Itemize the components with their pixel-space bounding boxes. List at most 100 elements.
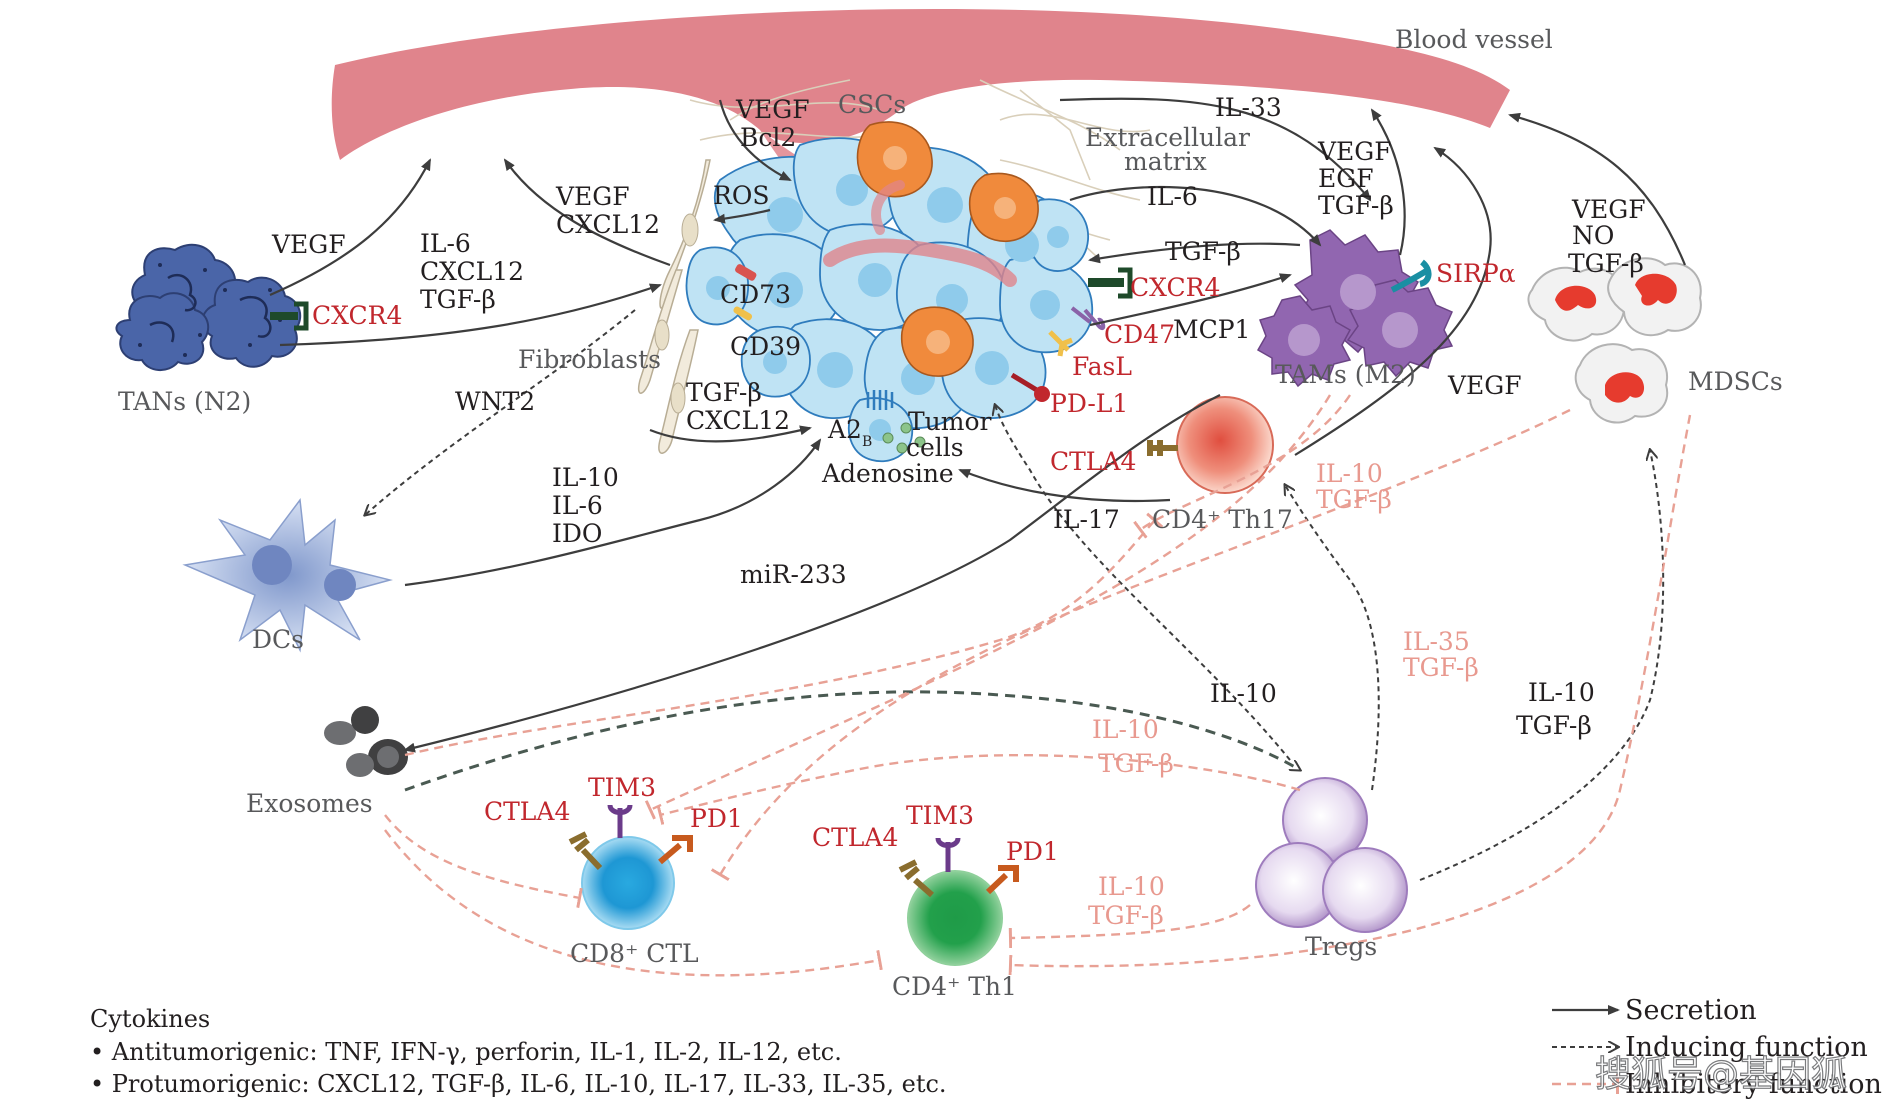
legend-inhibitory-label: Inhibitory function — [1625, 1069, 1882, 1100]
il17-label: IL-17 — [1053, 505, 1120, 534]
dcs-dendritic-cells — [182, 498, 393, 653]
il10-tgfb-th17-label-2: TGF-β — [1316, 485, 1392, 514]
tams-macrophages — [1256, 229, 1454, 388]
cxcr4-receptor-tumor — [1088, 267, 1133, 299]
il35-tgfb-label-2: TGF-β — [1403, 653, 1479, 682]
extracellular-matrix-label-2: matrix — [1124, 147, 1207, 176]
vegf-no-tgfb-label-1: VEGF — [1571, 195, 1646, 224]
pd1-cd8-label: PD1 — [690, 804, 743, 833]
cd73-label: CD73 — [720, 280, 791, 309]
a2b-label: A2 — [827, 415, 862, 444]
fasl-receptor — [1048, 330, 1073, 357]
cytokines-protumorigenic: • Protumorigenic: CXCL12, TGF-β, IL-6, I… — [90, 1070, 947, 1098]
tumor-cells-label-1: Tumor — [908, 407, 992, 436]
vegf-bcl2-label-2: Bcl2 — [740, 123, 796, 152]
cxcr4-tan-label: CXCR4 — [312, 301, 402, 330]
secretion-arrows — [269, 97, 1687, 753]
ctla4-receptor-cd8 — [568, 831, 603, 871]
tans-neutrophils — [115, 243, 302, 371]
il10-mid-label: IL-10 — [1210, 679, 1277, 708]
il10-il6-ido-label-3: IDO — [552, 519, 602, 548]
extracellular-matrix-label-1: Extracellular — [1085, 123, 1250, 152]
sirpa-label: SIRPα — [1436, 259, 1516, 288]
pd1-receptor-cd8 — [658, 835, 693, 865]
fasl-label: FasL — [1072, 352, 1132, 381]
vegf-tans-label: VEGF — [271, 230, 346, 259]
diagram-labels: CSCs VEGF Bcl2 Extracellular matrix IL-3… — [118, 90, 1783, 1001]
il10-tgfb-right-label-2: TGF-β — [1516, 711, 1592, 740]
tim3-receptor-th1 — [935, 837, 961, 872]
a2b-subscript: B — [862, 434, 872, 450]
blood-vessel-label: Blood vessel — [1395, 25, 1553, 54]
inhibitory-arrows — [384, 394, 1692, 977]
cd4-th1-label: CD4⁺ Th1 — [892, 972, 1017, 1001]
tgfb-cxcl12-label-2: CXCL12 — [686, 406, 790, 435]
mdscs — [1527, 257, 1702, 424]
legend-inducing-label: Inducing function — [1625, 1032, 1868, 1063]
cd47-label: CD47 — [1104, 320, 1175, 349]
ctla4-receptor-th17 — [1147, 440, 1178, 456]
mcp1-label: MCP1 — [1173, 315, 1250, 344]
il33-label: IL-33 — [1215, 93, 1282, 122]
cd39-label: CD39 — [730, 332, 801, 361]
il10-tgfb-th1-label-2: TGF-β — [1088, 901, 1164, 930]
fibroblasts-label: Fibroblasts — [518, 345, 661, 374]
adenosine-label: Adenosine — [821, 459, 954, 488]
cscs-label: CSCs — [838, 90, 906, 119]
il6-cxcl12-tgfb-label-1: IL-6 — [420, 229, 471, 258]
mir233-label: miR-233 — [740, 560, 847, 589]
legend: Secretion Inducing function Inhibitory f… — [1552, 995, 1882, 1100]
il10-il6-ido-label-1: IL-10 — [552, 463, 619, 492]
il10-il6-ido-label-2: IL-6 — [552, 491, 603, 520]
inducing-arrows — [365, 309, 1665, 881]
tregs-label: Tregs — [1305, 932, 1377, 961]
exosomes-label: Exosomes — [246, 789, 373, 818]
ctla4-th17-label: CTLA4 — [1050, 447, 1136, 476]
il10-tgfb-th17-label-1: IL-10 — [1316, 459, 1383, 488]
cd8-ctl-label: CD8⁺ CTL — [570, 939, 699, 968]
tgfb-top-label: TGF-β — [1165, 237, 1241, 266]
pdl1-receptor — [1010, 372, 1050, 402]
tans-label: TANs (N2) — [118, 387, 251, 416]
vegf-no-tgfb-label-3: TGF-β — [1568, 249, 1644, 278]
vegf-egf-tgfb-label-2: EGF — [1318, 164, 1374, 193]
ctla4-receptor-th1 — [898, 859, 934, 898]
ctla4-cd8-label: CTLA4 — [484, 797, 570, 826]
il6-top-label: IL-6 — [1147, 182, 1198, 211]
il10-tgfb-tregs-label-1: IL-10 — [1092, 715, 1159, 744]
il10-tgfb-right-label-1: IL-10 — [1528, 678, 1595, 707]
il10-tgfb-tregs-label-2: TGF-β — [1098, 749, 1174, 778]
dcs-label: DCs — [252, 625, 304, 654]
cd47-receptor — [1070, 306, 1106, 331]
fibroblasts — [638, 159, 711, 454]
exosomes — [324, 706, 408, 777]
cd8-ctl-cell — [581, 836, 675, 930]
cd4-th17-label: CD4⁺ Th17 — [1152, 505, 1293, 534]
pd1-th1-label: PD1 — [1006, 837, 1059, 866]
vegf-egf-tgfb-label-1: VEGF — [1317, 137, 1392, 166]
cxcr4-receptor-tan — [270, 301, 309, 331]
tim3-th1-label: TIM3 — [906, 801, 974, 830]
cxcr4-tumor-label: CXCR4 — [1130, 273, 1220, 302]
vegf-cxcl12-label-2: CXCL12 — [556, 210, 660, 239]
cytokines-title: Cytokines — [90, 1005, 210, 1033]
il6-cxcl12-tgfb-label-2: CXCL12 — [420, 257, 524, 286]
vegf-cxcl12-label-1: VEGF — [555, 182, 630, 211]
mdscs-label: MDSCs — [1688, 367, 1783, 396]
tgfb-cxcl12-label-1: TGF-β — [686, 378, 762, 407]
il10-tgfb-th1-label-1: IL-10 — [1098, 872, 1165, 901]
cytokines-note: Cytokines • Antitumorigenic: TNF, IFN-γ,… — [90, 1005, 947, 1098]
wnt2-label: WNT2 — [455, 387, 535, 416]
sirpa-receptor — [1390, 259, 1432, 293]
tim3-receptor-cd8 — [607, 804, 633, 838]
cytokines-antitumorigenic: • Antitumorigenic: TNF, IFN-γ, perforin,… — [90, 1038, 842, 1066]
vegf-tams-label: VEGF — [1447, 371, 1522, 400]
tregs-cells — [1255, 777, 1408, 933]
tumor-cells-label-2: cells — [906, 433, 964, 462]
ros-label: ROS — [713, 181, 769, 210]
watermark: 搜狐号@基因狐 — [1595, 1054, 1847, 1095]
il6-cxcl12-tgfb-label-3: TGF-β — [420, 285, 496, 314]
vegf-egf-tgfb-label-3: TGF-β — [1318, 191, 1394, 220]
il35-tgfb-label-1: IL-35 — [1403, 627, 1470, 656]
